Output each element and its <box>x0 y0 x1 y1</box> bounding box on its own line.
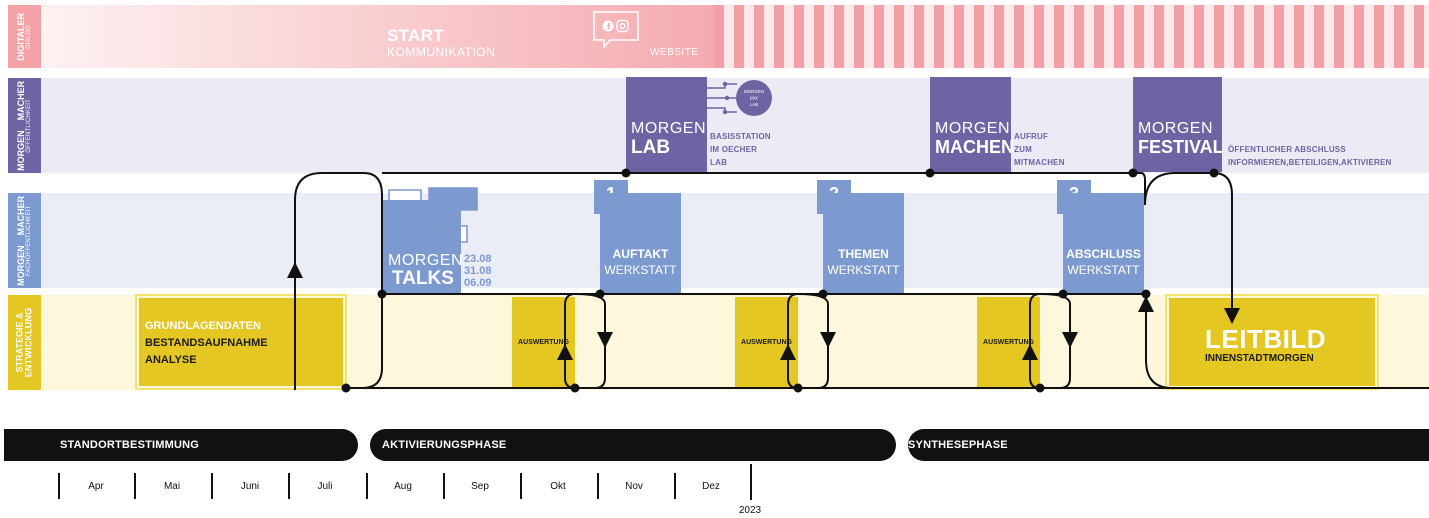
month-label: Juni <box>240 481 260 492</box>
year-divider <box>750 464 752 500</box>
grundlagen-line1: GRUNDLAGENDATEN <box>145 320 261 332</box>
grundlagen-line3: ANALYSE <box>145 354 197 366</box>
talk-date: 06.09 <box>464 277 492 289</box>
grundlagen-line2: BESTANDSAUFNAHME <box>145 337 268 349</box>
month-label: Sep <box>471 481 489 492</box>
grundlagen-box: GRUNDLAGENDATEN BESTANDSAUFNAHME ANALYSE <box>139 298 343 386</box>
website-label: WEBSITE <box>650 47 699 58</box>
workshop-1-line2: WERKSTATT <box>604 263 677 277</box>
year-label: 2023 <box>738 505 762 516</box>
leitbild-title: LEITBILD <box>1205 324 1326 354</box>
note-line: INFORMIEREN,BETEILIGEN,AKTIVIEREN <box>1228 158 1392 167</box>
month-label: Mai <box>163 481 181 492</box>
morgen-festival-line2: FESTIVAL <box>1138 137 1224 157</box>
grundlagen-text: GRUNDLAGENDATEN BESTANDSAUFNAHME ANALYSE <box>145 318 268 369</box>
lane-label-strategie: STRATEGIE &ENTWICKLUNG <box>8 295 41 390</box>
note-line: BASISSTATION <box>710 132 771 141</box>
workshop-2-line1: THEMEN <box>838 247 889 261</box>
grundlagen-frame <box>135 294 347 390</box>
note-line: ZUM <box>1014 145 1032 154</box>
month-label: Okt <box>550 481 566 492</box>
start-title: START <box>387 26 444 45</box>
note-line: MITMACHEN <box>1014 158 1065 167</box>
talk-date: 23.08 <box>464 253 492 265</box>
month-label: Nov <box>625 481 643 492</box>
social-speech-bubble-icon <box>593 11 639 50</box>
instagram-icon <box>616 19 629 33</box>
lane-fachoeffentlichkeit-background <box>41 193 1429 288</box>
month-tick <box>520 473 522 499</box>
morgen-machen-box: MORGEN MACHEN <box>930 77 1014 172</box>
month-tick <box>288 473 290 499</box>
workshop-1-line1: AUFTAKT <box>612 247 669 261</box>
leitbild-subtitle: INNENSTADTMORGEN <box>1205 353 1314 364</box>
month-label: Juli <box>317 481 333 492</box>
morgen-lab-note: BASISSTATION IM OECHER LAB <box>710 130 771 169</box>
morgen-festival-note: ÖFFENTLICHER ABSCHLUSS INFORMIEREN,BETEI… <box>1228 143 1392 169</box>
logo-text-3: LAB <box>750 102 759 107</box>
note-line: ÖFFENTLICHER ABSCHLUSS <box>1228 145 1346 154</box>
morgen-machen-line1: MORGEN <box>935 120 1010 137</box>
month-tick <box>366 473 368 499</box>
month-tick <box>58 473 60 499</box>
logo-text-2: MIX <box>750 96 758 101</box>
morgen-talks-line1: MORGEN <box>388 252 463 269</box>
workshop-2-line2: WERKSTATT <box>827 263 900 277</box>
morgen-lab-line2: LAB <box>631 137 671 158</box>
logo-text-1: MORGEN <box>744 89 764 94</box>
note-line: LAB <box>710 158 728 167</box>
month-tick <box>134 473 136 499</box>
morgen-lab-line1: MORGEN <box>631 120 706 137</box>
workshop-3-box: ABSCHLUSS WERKSTATT <box>1063 193 1144 294</box>
month-label: Dez <box>702 481 720 492</box>
month-label: Apr <box>88 481 104 492</box>
month-tick <box>674 473 676 499</box>
note-line: IM OECHER <box>710 145 758 154</box>
lane-digital-stripes <box>714 5 1429 68</box>
morgen-talks-box: MORGEN TALKS <box>383 200 463 294</box>
morgen-festival-line1: MORGEN <box>1138 120 1213 137</box>
leitbild-box: LEITBILD INNENSTADTMORGEN <box>1169 298 1375 386</box>
workshop-3-line1: ABSCHLUSS <box>1066 247 1141 261</box>
workshop-1-box: AUFTAKT WERKSTATT <box>600 193 681 294</box>
morgen-lab-box: MORGEN LAB <box>626 77 707 172</box>
month-tick <box>211 473 213 499</box>
talk-date: 31.08 <box>464 265 492 277</box>
facebook-icon <box>602 20 614 32</box>
month-tick <box>597 473 599 499</box>
phase-standortbestimmung: STANDORTBESTIMMUNG <box>4 429 358 461</box>
month-tick <box>443 473 445 499</box>
workshop-2-box: THEMEN WERKSTATT <box>823 193 904 294</box>
morgen-talks-dates: 23.08 31.08 06.09 <box>464 253 492 289</box>
morgen-festival-box: MORGEN FESTIVAL <box>1133 77 1224 172</box>
morgen-machen-line2: MACHEN <box>935 137 1014 157</box>
start-subtitle: KOMMUNIKATION <box>387 45 496 59</box>
morgen-talks-line2: TALKS <box>392 268 454 289</box>
month-label: Aug <box>394 481 412 492</box>
morgen-machen-note: AUFRUF ZUM MITMACHEN <box>1014 130 1065 169</box>
morgen-mix-lab-logo-icon: MORGEN MIX LAB <box>707 80 772 116</box>
workshop-3-line2: WERKSTATT <box>1067 263 1140 277</box>
phase-synthesephase: SYNTHESEPHASE <box>908 429 1429 461</box>
phase-aktivierungsphase: AKTIVIERUNGSPHASE <box>370 429 896 461</box>
note-line: AUFRUF <box>1014 132 1049 141</box>
